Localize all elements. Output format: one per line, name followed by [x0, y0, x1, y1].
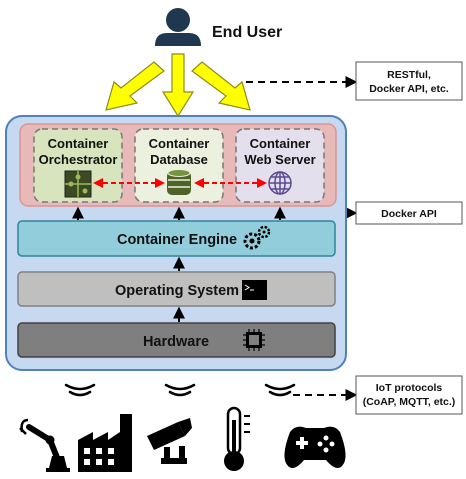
operating-system-label: Operating System — [115, 283, 239, 299]
svg-text:RESTful,: RESTful, — [387, 69, 431, 81]
orchestrator-label-1: Container — [48, 136, 109, 151]
svg-text:IoT protocols: IoT protocols — [376, 382, 443, 394]
svg-text:(CoAP, MQTT, etc.): (CoAP, MQTT, etc.) — [363, 396, 456, 408]
terminal-icon — [242, 280, 267, 300]
wifi-icon — [164, 383, 196, 397]
thermometer-icon — [224, 406, 250, 471]
wireless-signals — [64, 383, 296, 397]
gears-icon — [243, 225, 271, 250]
hardware-label: Hardware — [143, 334, 209, 350]
yellow-arrows — [105, 53, 251, 118]
iot-protocols-box: IoT protocols (CoAP, MQTT, etc.) — [355, 375, 463, 415]
yellow-arrow-left — [105, 61, 165, 111]
gamepad-icon — [284, 426, 346, 468]
wifi-icon — [264, 383, 296, 397]
globe-icon — [268, 171, 292, 195]
webserver-label-1: Container — [250, 136, 311, 151]
database-label-2: Database — [150, 152, 208, 167]
webserver-label-2: Web Server — [244, 152, 315, 167]
hardware-layer — [17, 322, 336, 358]
yellow-arrow-right — [191, 61, 251, 111]
wifi-icon — [64, 383, 96, 397]
orchestrator-label-2: Orchestrator — [39, 152, 118, 167]
database-icon — [167, 169, 191, 195]
chip-icon — [243, 329, 265, 351]
user-icon — [155, 8, 201, 46]
container-engine-label: Container Engine — [117, 232, 237, 248]
puzzle-icon — [64, 170, 92, 198]
end-user-label: End User — [212, 24, 282, 41]
layer-arrows — [72, 206, 286, 322]
robot-arm-icon — [19, 418, 70, 472]
database-label-1: Container — [149, 136, 210, 151]
yellow-arrow-center — [161, 53, 195, 118]
svg-text:Docker API, etc.: Docker API, etc. — [369, 83, 449, 95]
restful-box: RESTful, Docker API, etc. — [355, 61, 463, 101]
docker-api-box: Docker API — [355, 201, 463, 225]
factory-icon — [78, 414, 132, 472]
svg-text:Docker API: Docker API — [381, 208, 437, 220]
security-camera-icon — [147, 418, 192, 464]
